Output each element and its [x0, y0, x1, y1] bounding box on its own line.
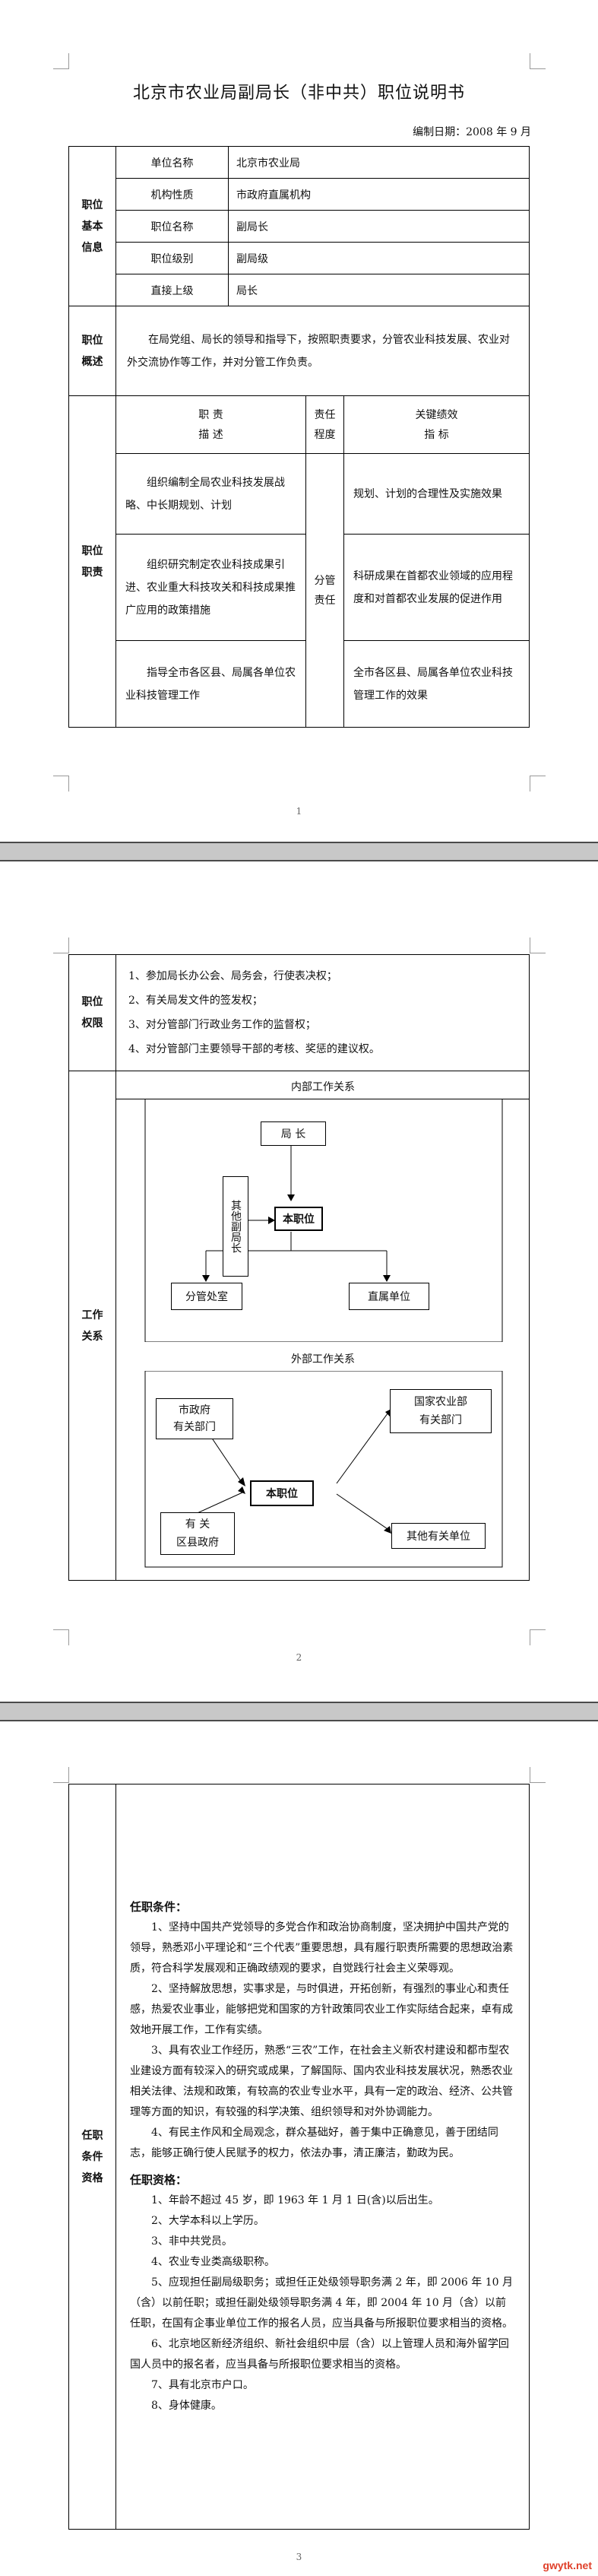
condition-item: 2、坚持解放思想，实事求是，与时俱进，开拓创新，有强烈的事业心和责任感，热爱农业… [130, 1983, 513, 2036]
label-unit: 单位名称 [115, 146, 229, 179]
authority-item: 4、对分管部门主要领导干部的考核、奖惩的建议权。 [128, 1043, 380, 1055]
duty-1: 组织编制全局农业科技发展战略、中长期规划、计划 [115, 453, 306, 535]
crop-mark [530, 1767, 546, 1783]
value-position: 副局长 [228, 210, 530, 243]
node-director: 局 长 [261, 1121, 326, 1146]
value-superior: 局长 [228, 274, 530, 306]
header-duty: 职 责 描 述 [115, 395, 306, 454]
authority-item: 3、对分管部门行政业务工作的监督权； [128, 1019, 316, 1031]
authority-item: 2、有关局发文件的签发权； [128, 995, 263, 1007]
label-position: 职位名称 [115, 210, 229, 243]
site-watermark: gwytk.net [543, 2559, 592, 2571]
node-city-gov: 市政府 有关部门 [156, 1398, 233, 1439]
page-2: 职位权限 1、参加局长办公会、局务会，行使表决权； 2、有关局发文件的签发权； … [0, 861, 598, 1702]
crop-mark [530, 1629, 546, 1645]
value-unit: 北京市农业局 [228, 146, 530, 179]
page-separator [0, 1702, 598, 1721]
page-1: 北京市农业局副局长（非中共）职位说明书 编制日期：2008 年 9 月 职位基本… [0, 0, 598, 842]
qualifications-heading: 任职资格： [130, 2173, 188, 2187]
page-number: 1 [296, 806, 302, 817]
crop-mark [53, 53, 69, 69]
node-this-position: 本职位 [274, 1207, 323, 1231]
qualification-item: 6、北京地区新经济组织、新社会组织中层（含）以上管理人员和海外留学回国人员中的报… [130, 2338, 509, 2371]
condition-item: 1、坚持中国共产党领导的多党合作和政治协商制度，坚决拥护中国共产党的领导，熟悉邓… [130, 1921, 514, 1975]
kpi-3: 全市各区县、局属各单位农业科技管理工作的效果 [343, 640, 530, 728]
page-number: 2 [296, 1652, 302, 1663]
section-overview: 职位概述 [68, 306, 116, 396]
node-ministry: 国家农业部 有关部门 [390, 1389, 492, 1433]
external-relations-title: 外部工作关系 [291, 1353, 355, 1366]
page-number: 3 [296, 2552, 302, 2562]
node-this-position-ext: 本职位 [250, 1480, 314, 1506]
duties-table: 职位职责 职 责 描 述 责任 程度 关键绩效 指 标 组织编制全局农业科技发展… [68, 395, 530, 728]
crop-mark [530, 937, 546, 953]
value-level: 副局级 [228, 242, 530, 274]
node-affiliated-unit: 直属单位 [349, 1283, 429, 1310]
qualification-item: 4、农业专业类高级职称。 [151, 2256, 275, 2268]
duty-3: 指导全市各区县、局属各单位农业科技管理工作 [115, 640, 306, 728]
document-title: 北京市农业局副局长（非中共）职位说明书 [132, 84, 465, 103]
qualification-item: 1、年龄不超过 45 岁，即 1963 年 1 月 1 日(含)以后出生。 [151, 2194, 439, 2206]
page-separator [0, 842, 598, 861]
node-district-gov: 有 关 区县政府 [160, 1512, 235, 1555]
requirements-table: 任职条件资格 任职条件： 1、坚持中国共产党领导的多党合作和政治协商制度，坚决拥… [68, 1784, 530, 2530]
crop-mark [53, 1767, 69, 1783]
internal-diagram-lines [144, 1099, 503, 1342]
crop-mark [53, 776, 69, 792]
crop-mark [53, 1629, 69, 1645]
node-office: 分管处室 [171, 1283, 242, 1310]
node-other-deputies: 其他副局长 [223, 1176, 248, 1277]
crop-mark [530, 53, 546, 69]
conditions-heading: 任职条件： [130, 1900, 188, 1914]
degree-value: 分管 责任 [305, 453, 344, 728]
header-kpi: 关键绩效 指 标 [343, 395, 530, 454]
label-level: 职位级别 [115, 242, 229, 274]
node-other-units: 其他有关单位 [391, 1523, 486, 1549]
header-degree: 责任 程度 [305, 395, 344, 454]
basic-info-table: 职位基本信息 单位名称 北京市农业局 机构性质 市政府直属机构 职位名称 副局长… [68, 146, 530, 396]
relations-cell: 内部工作关系 [115, 1071, 530, 1581]
condition-item: 4、有民主作风和全局观念，群众基础好，善于集中正确意见，善于团结同志，能够正确行… [130, 2127, 498, 2159]
overview-text: 在局党组、局长的领导和指导下，按照职责要求，分管农业科技发展、农业对外交流协作等… [115, 306, 530, 396]
qualification-item: 3、非中共党员。 [151, 2235, 233, 2248]
section-authority: 职位权限 [68, 954, 116, 1071]
label-superior: 直接上级 [115, 274, 229, 306]
internal-relations-title: 内部工作关系 [291, 1081, 355, 1093]
kpi-1: 规划、计划的合理性及实施效果 [343, 453, 530, 535]
requirements-content: 任职条件： 1、坚持中国共产党领导的多党合作和政治协商制度，坚决拥护中国共产党的… [115, 1784, 530, 2530]
page-3: 任职条件资格 任职条件： 1、坚持中国共产党领导的多党合作和政治协商制度，坚决拥… [0, 1721, 598, 2576]
condition-item: 3、具有农业工作经历，熟悉“三农”工作，在社会主义新农村建设和都市型农业建设方面… [130, 2045, 513, 2118]
compile-date: 编制日期：2008 年 9 月 [413, 126, 531, 138]
section-duties: 职位职责 [68, 395, 116, 728]
label-nature: 机构性质 [115, 178, 229, 211]
qualification-item: 8、身体健康。 [151, 2400, 222, 2412]
authority-item: 1、参加局长办公会、局务会，行使表决权； [128, 970, 337, 982]
authority-table: 职位权限 1、参加局长办公会、局务会，行使表决权； 2、有关局发文件的签发权； … [68, 954, 530, 1581]
qualification-item: 5、应现担任副局级职务；或担任正处级领导职务满 2 年，即 2006 年 10 … [130, 2276, 513, 2330]
qualification-item: 7、具有北京市户口。 [151, 2379, 254, 2391]
section-basic-info: 职位基本信息 [68, 146, 116, 306]
duty-2: 组织研究制定农业科技成果引进、农业重大科技攻关和科技成果推广应用的政策措施 [115, 534, 306, 641]
crop-mark [53, 937, 69, 953]
crop-mark [530, 776, 546, 792]
kpi-2: 科研成果在首都农业领域的应用程度和对首都农业发展的促进作用 [343, 534, 530, 641]
qualification-item: 2、大学本科以上学历。 [151, 2215, 264, 2227]
section-requirements: 任职条件资格 [68, 1784, 116, 2530]
value-nature: 市政府直属机构 [228, 178, 530, 211]
authority-list: 1、参加局长办公会、局务会，行使表决权； 2、有关局发文件的签发权； 3、对分管… [115, 954, 530, 1071]
section-relations: 工作关系 [68, 1071, 116, 1581]
